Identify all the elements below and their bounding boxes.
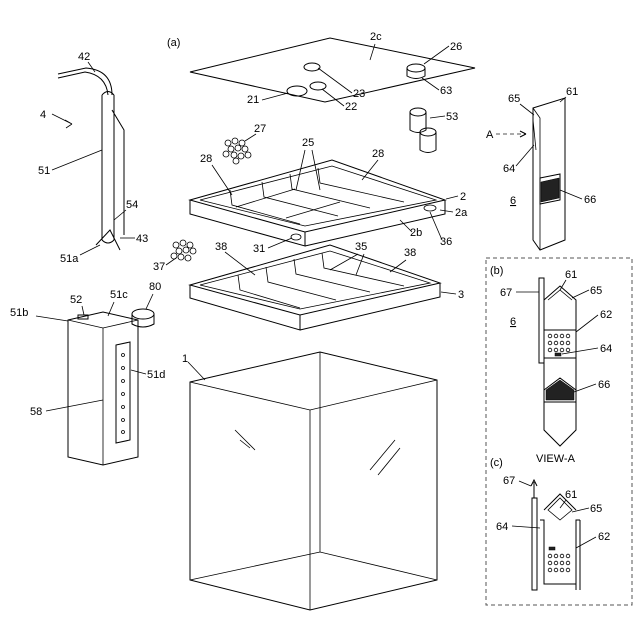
- label-37: 37: [153, 261, 165, 273]
- label-62b: 62: [600, 309, 612, 321]
- label-1: 1: [182, 353, 188, 365]
- unit-6: 65 61 A 64 6 66: [486, 86, 596, 250]
- label-43: 43: [136, 233, 148, 245]
- label-51c: 51c: [110, 289, 128, 301]
- label-51a: 51a: [60, 253, 79, 265]
- label-3: 3: [458, 289, 464, 301]
- label-51d: 51d: [147, 369, 165, 381]
- label-36: 36: [440, 236, 452, 248]
- label-6b: 6: [510, 316, 516, 328]
- label-61: 61: [566, 86, 578, 98]
- cylinders-53: 53: [410, 108, 458, 153]
- label-58: 58: [30, 406, 42, 418]
- label-31: 31: [253, 243, 265, 255]
- label-38b: 38: [404, 247, 416, 259]
- label-42: 42: [78, 51, 90, 63]
- label-61c: 61: [565, 489, 577, 501]
- view-a-label: VIEW-A: [536, 453, 576, 465]
- label-2a: 2a: [455, 207, 468, 219]
- label-64c: 64: [496, 521, 508, 533]
- label-80: 80: [149, 281, 161, 293]
- tray-3: 38 38 35 3: [190, 241, 464, 330]
- label-6: 6: [510, 195, 516, 207]
- column-assembly: 51b 52 51c 80 51d 58: [10, 281, 165, 465]
- label-54: 54: [126, 199, 138, 211]
- label-28a: 28: [200, 153, 212, 165]
- label-2b: 2b: [410, 227, 422, 239]
- tube-assembly-4: 4 42 51 54 43 51a: [38, 51, 148, 265]
- label-52: 52: [70, 294, 82, 306]
- label-66: 66: [584, 194, 596, 206]
- tank-1: 1: [182, 352, 437, 610]
- top-plate-2c: 2c 26 63 21 22 23 (a): [167, 31, 475, 113]
- label-4: 4: [40, 109, 46, 121]
- label-53: 53: [446, 111, 458, 123]
- label-35: 35: [355, 241, 367, 253]
- label-64b: 64: [600, 343, 612, 355]
- label-21: 21: [247, 94, 259, 106]
- label-65: 65: [508, 93, 520, 105]
- arrow-a-label: A: [486, 129, 494, 141]
- label-26: 26: [450, 41, 462, 53]
- label-25: 25: [302, 137, 314, 149]
- detail-b: (b) 67 61 65 6 62 64 66 VIEW-A: [490, 265, 612, 465]
- label-51: 51: [38, 165, 50, 177]
- fig-b-label: (b): [490, 265, 503, 277]
- label-38a: 38: [215, 241, 227, 253]
- label-66b: 66: [598, 379, 610, 391]
- tray-2: 28 28 25 2 2a 2b 36 31: [190, 137, 468, 255]
- label-2c: 2c: [370, 31, 382, 43]
- balls-27: 27: [223, 123, 266, 164]
- label-23: 23: [353, 88, 365, 100]
- label-63: 63: [440, 85, 452, 97]
- label-27: 27: [254, 123, 266, 135]
- fig-a-label: (a): [167, 37, 180, 49]
- label-51b: 51b: [10, 307, 28, 319]
- label-67c: 67: [503, 475, 515, 487]
- label-67b: 67: [500, 287, 512, 299]
- label-65c: 65: [590, 503, 602, 515]
- balls-37: 37: [153, 240, 196, 273]
- fig-c-label: (c): [490, 457, 503, 469]
- detail-c: (c) 67 61 65 64 62: [490, 457, 610, 590]
- label-65b: 65: [590, 285, 602, 297]
- label-64: 64: [503, 163, 515, 175]
- label-62c: 62: [598, 531, 610, 543]
- label-61b: 61: [565, 269, 577, 281]
- label-28b: 28: [372, 148, 384, 160]
- label-22: 22: [345, 101, 357, 113]
- label-2: 2: [460, 191, 466, 203]
